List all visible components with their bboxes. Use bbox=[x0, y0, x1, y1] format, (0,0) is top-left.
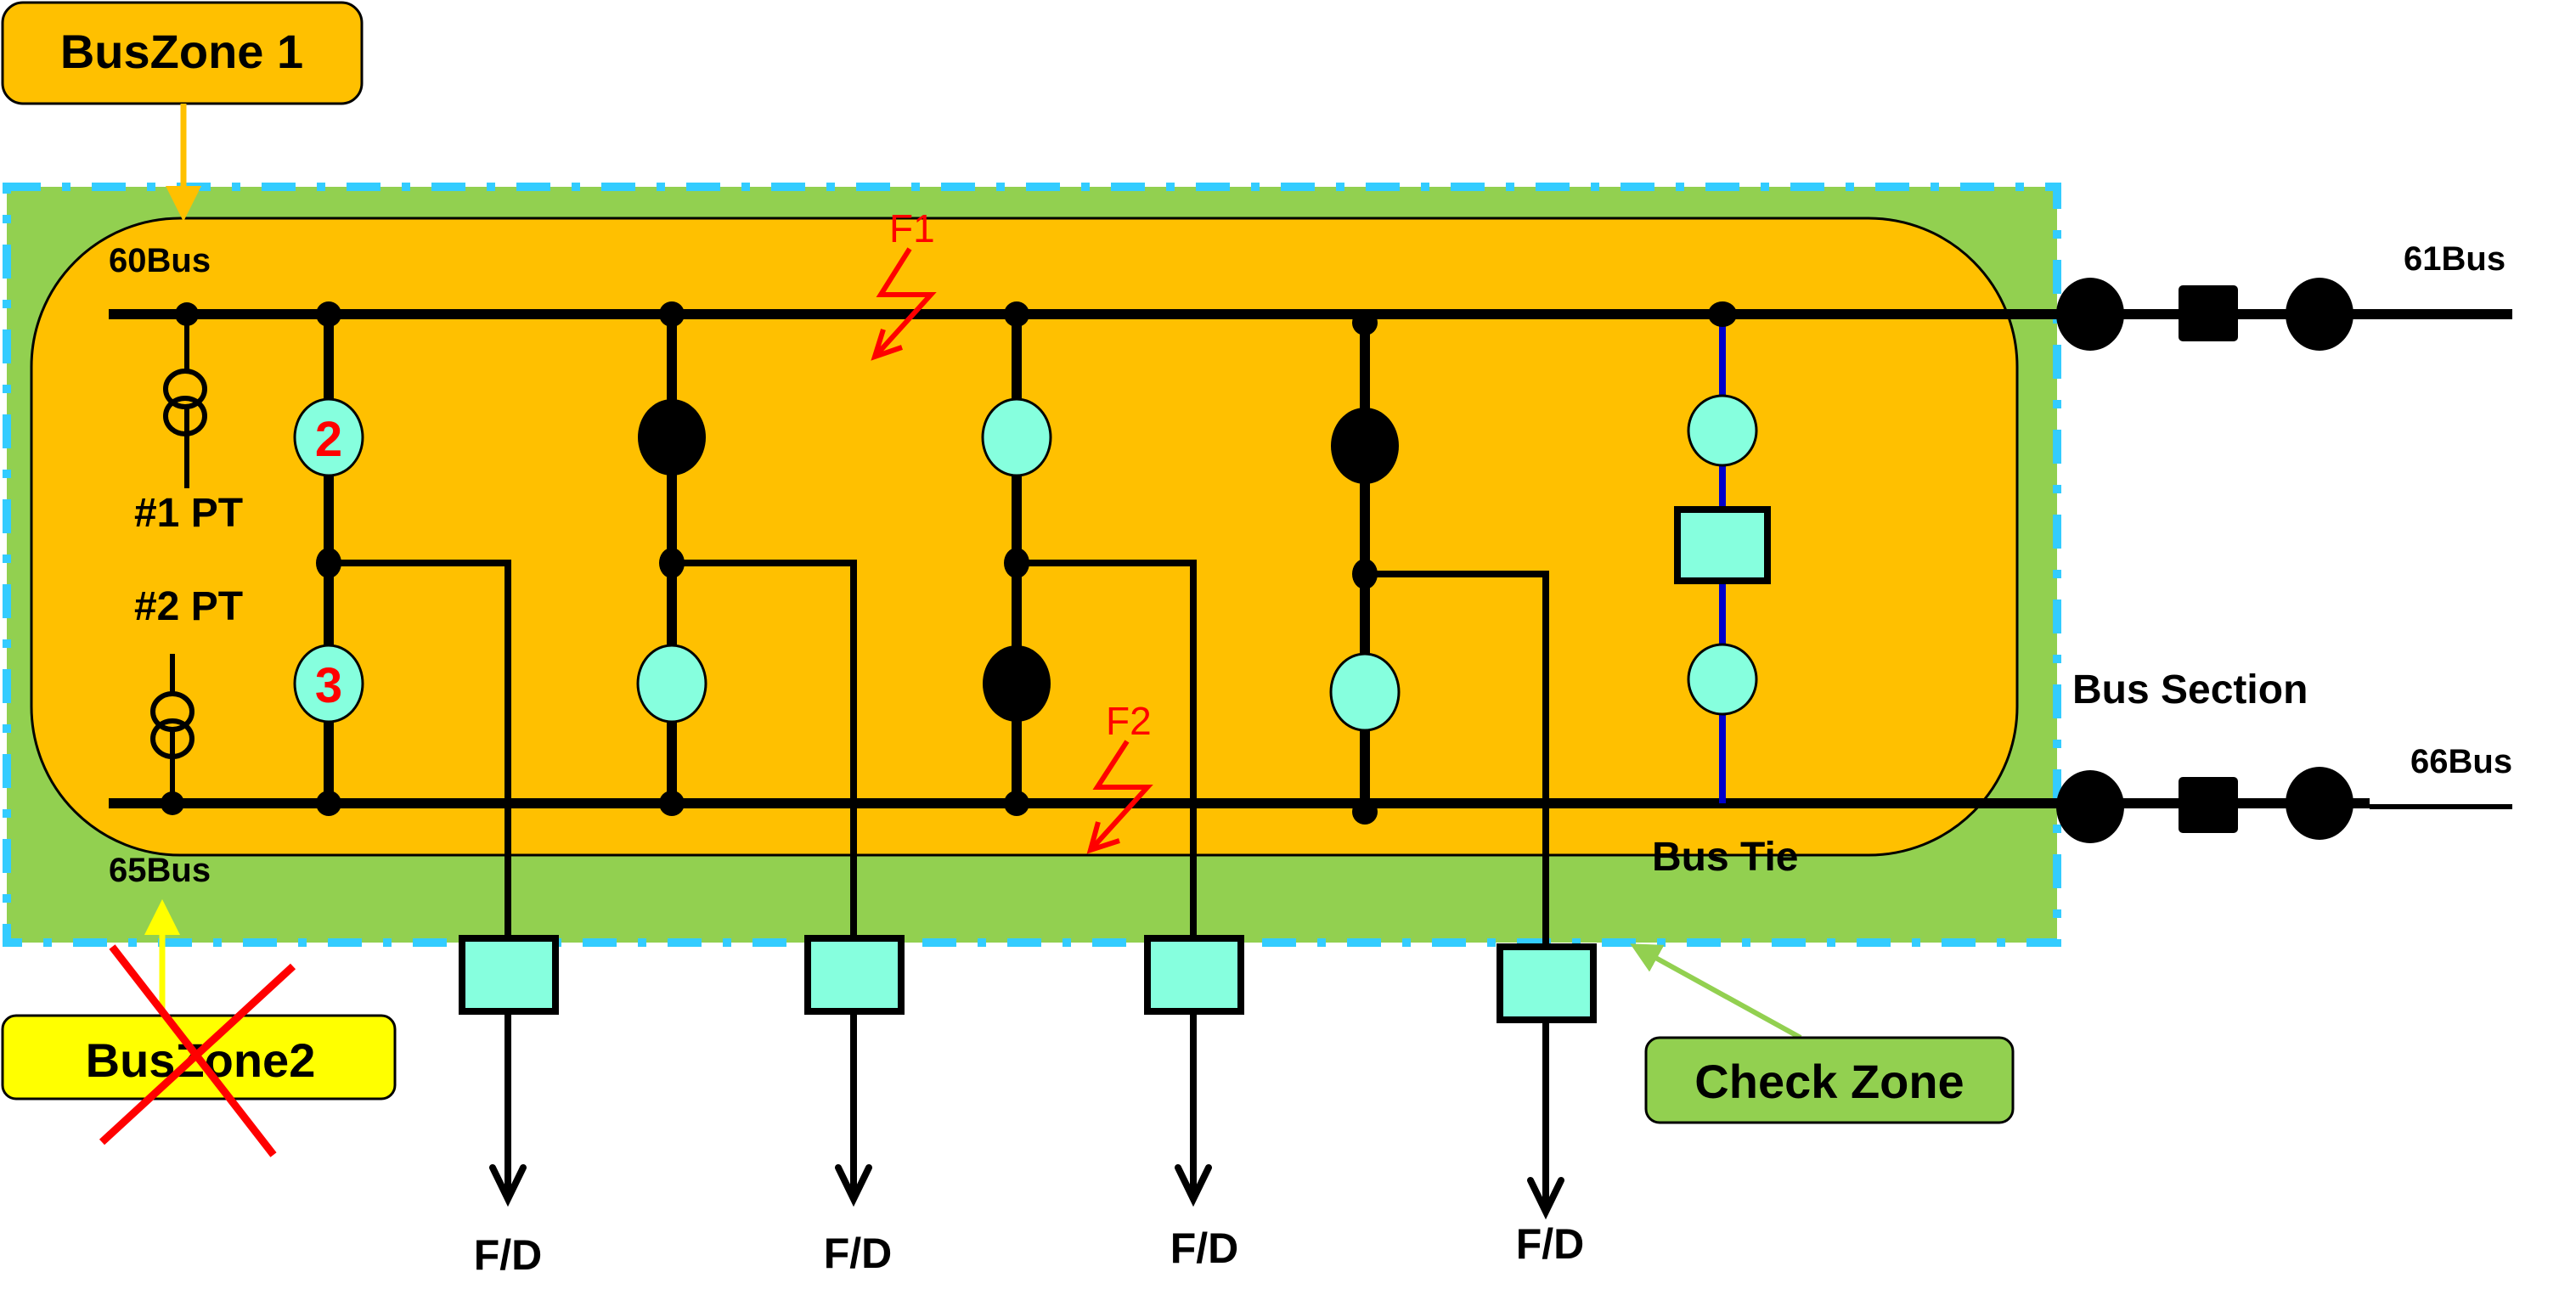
isolator-closed-icon bbox=[638, 399, 706, 476]
arrow-down-icon bbox=[489, 1164, 527, 1207]
arrow-head-icon bbox=[1086, 821, 1120, 854]
check-zone-label: Check Zone bbox=[1694, 1055, 1964, 1108]
check-zone-box bbox=[1644, 1036, 2015, 1124]
pt1-group: #1 PT bbox=[134, 302, 243, 536]
ct-2-label: 2 bbox=[315, 412, 342, 467]
bus-61-label: 61Bus bbox=[2404, 240, 2506, 278]
feeder-3: F/D bbox=[1144, 935, 1244, 1272]
pt2-group: #2 PT bbox=[134, 584, 243, 815]
bus-zone-2-callout: BusZone2 bbox=[1, 899, 397, 1157]
feeder-breaker-icon bbox=[459, 935, 559, 1015]
pt2-transformer-icon bbox=[150, 718, 194, 759]
isolator-closed-icon bbox=[1331, 408, 1399, 484]
cross-out-icon bbox=[99, 963, 296, 1146]
bus-65-label: 65Bus bbox=[109, 852, 211, 889]
lightning-bolt-icon bbox=[1088, 740, 1153, 853]
breaker-closed-icon bbox=[2179, 777, 2238, 833]
ct-icon bbox=[1687, 394, 1758, 467]
lightning-bolt-icon bbox=[872, 247, 937, 359]
feeder-breaker-icon bbox=[804, 935, 905, 1015]
bus-tie-breaker-icon bbox=[1674, 506, 1771, 584]
isolator-open-icon bbox=[636, 644, 707, 723]
arrow-down-icon bbox=[1175, 1164, 1212, 1207]
bus-section-top bbox=[2056, 278, 2353, 351]
feeder-label: F/D bbox=[474, 1231, 543, 1279]
arrow-down-icon bbox=[835, 1164, 872, 1207]
fault-f1-label: F1 bbox=[889, 206, 935, 251]
ct-3-label: 3 bbox=[315, 658, 342, 713]
feeder-1: F/D bbox=[459, 935, 559, 1279]
feeder-label: F/D bbox=[1516, 1220, 1585, 1268]
arrow-down-icon bbox=[1527, 1177, 1564, 1220]
bay-3 bbox=[981, 301, 1197, 938]
feeder-breaker-icon bbox=[1497, 943, 1597, 1023]
fault-f2-label: F2 bbox=[1106, 699, 1152, 743]
bus-section-label: Bus Section bbox=[2072, 667, 2308, 712]
isolator-closed-icon bbox=[2286, 278, 2353, 351]
isolator-closed-icon bbox=[983, 645, 1051, 722]
bus-60-label: 60Bus bbox=[109, 242, 211, 279]
feeder-2: F/D bbox=[804, 935, 905, 1277]
breaker-closed-icon bbox=[2179, 285, 2238, 341]
arrow-head-icon bbox=[871, 329, 903, 361]
isolator-open-icon bbox=[1329, 652, 1401, 732]
feeder-breaker-icon bbox=[1144, 935, 1244, 1015]
isolator-closed-icon bbox=[2056, 770, 2124, 843]
bus-zone-1-label: BusZone 1 bbox=[60, 25, 303, 78]
bus-tie-label: Bus Tie bbox=[1652, 835, 1799, 880]
pt2-label: #2 PT bbox=[134, 584, 243, 629]
feeder-4: F/D bbox=[1497, 943, 1597, 1268]
bay-1: 2 3 bbox=[293, 301, 511, 938]
bay-4 bbox=[1329, 310, 1549, 947]
ct-icon bbox=[1687, 643, 1758, 716]
fault-f1: F1 bbox=[871, 206, 937, 361]
isolator-open-icon bbox=[981, 397, 1052, 477]
ct-icon bbox=[293, 644, 364, 723]
ct-icon bbox=[293, 397, 364, 477]
bay-2 bbox=[636, 301, 857, 938]
feeder-label: F/D bbox=[824, 1230, 893, 1277]
isolator-closed-icon bbox=[2056, 278, 2124, 351]
pt1-label: #1 PT bbox=[134, 491, 243, 536]
bus-66-label: 66Bus bbox=[2410, 743, 2512, 780]
bus-zone-1-area bbox=[30, 217, 2019, 857]
bus-zone-1-callout: BusZone 1 bbox=[1, 1, 364, 222]
isolator-closed-icon bbox=[2286, 767, 2353, 840]
bus-tie: Bus Tie bbox=[1652, 301, 1799, 880]
feeder-label: F/D bbox=[1170, 1224, 1239, 1272]
fault-f2: F2 bbox=[1086, 699, 1153, 854]
check-zone-arrow bbox=[1630, 943, 1802, 1040]
bus-section-bottom bbox=[2056, 767, 2353, 843]
check-zone-callout: Check Zone bbox=[1630, 943, 2015, 1124]
pt1-transformer-icon bbox=[163, 396, 207, 436]
cross-out-icon bbox=[109, 944, 277, 1157]
